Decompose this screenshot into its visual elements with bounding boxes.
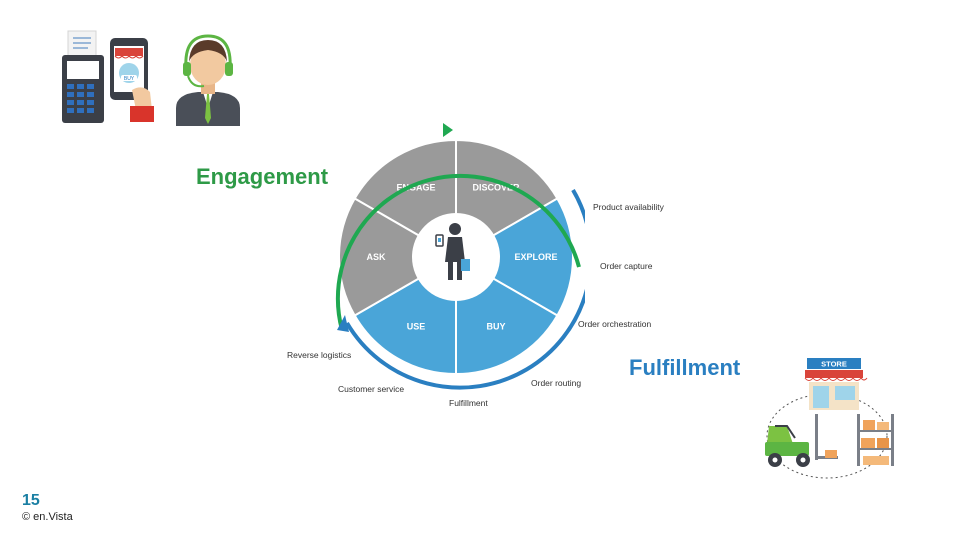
caption-order-capture: Order capture <box>600 261 653 271</box>
fulfillment-arrow-icon <box>337 315 349 332</box>
wheel-label-ask: ASK <box>366 252 386 262</box>
copyright: © en.Vista <box>22 511 73 523</box>
caption-fulfillment: Fulfillment <box>449 398 488 408</box>
buy-badge: BUY <box>124 76 135 82</box>
fulfillment-cycle-ring <box>345 188 585 390</box>
caption-product-availability: Product availability <box>593 202 664 212</box>
support-agent-icon <box>176 34 240 126</box>
customer-journey-wheel: ENGAGE DISCOVER EXPLORE BUY USE ASK <box>335 123 585 390</box>
caption-customer-service: Customer service <box>338 384 405 394</box>
pos-terminal-icon <box>62 30 104 123</box>
engagement-cycle-ring <box>335 173 581 331</box>
fulfillment-illustration: STORE <box>765 358 894 479</box>
wheel-label-use: USE <box>407 321 426 331</box>
fulfillment-heading: Fulfillment <box>629 355 741 380</box>
wheel-label-engage: ENGAGE <box>396 183 435 193</box>
caption-order-routing: Order routing <box>531 378 582 388</box>
caption-reverse-logistics: Reverse logistics <box>287 350 352 360</box>
shelf-icon <box>857 414 894 466</box>
engagement-illustrations: BUY <box>62 30 240 126</box>
wheel-segment-ask <box>338 197 459 317</box>
engagement-heading: Engagement <box>196 164 329 189</box>
store-icon: STORE <box>804 358 868 410</box>
mobile-shop-icon: BUY <box>110 38 154 122</box>
page-number: 15 <box>22 492 40 509</box>
shopper-icon <box>435 223 470 280</box>
wheel-label-buy: BUY <box>486 321 505 331</box>
wheel-label-discover: DISCOVER <box>472 183 520 193</box>
caption-order-orchestration: Order orchestration <box>578 319 652 329</box>
store-sign-text: STORE <box>821 360 847 369</box>
wheel-segment-explore <box>453 197 574 317</box>
forklift-icon <box>765 414 838 467</box>
engagement-arrow-icon <box>443 123 453 137</box>
wheel-label-explore: EXPLORE <box>514 252 557 262</box>
